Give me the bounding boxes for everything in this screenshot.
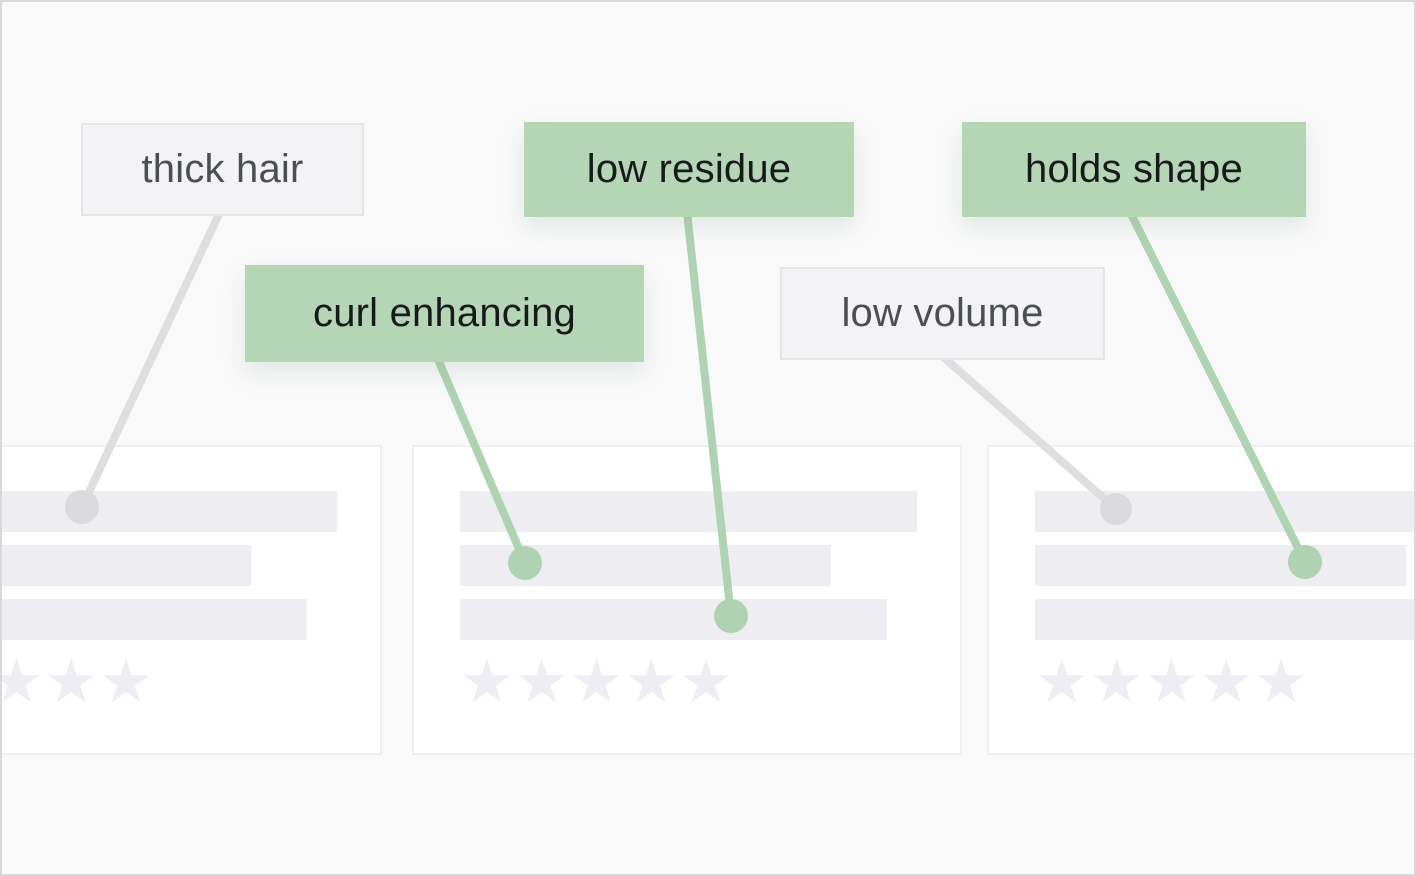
card-content: ★★★★★: [1035, 491, 1414, 715]
product-card-skeleton: ★★★★★: [987, 445, 1414, 755]
star-rating-row: ★★★★★: [1035, 648, 1309, 715]
placeholder-bar: [460, 491, 917, 532]
tag-label-thick-hair: thick hair: [81, 123, 364, 216]
placeholder-bar: [1035, 491, 1414, 532]
placeholder-bar: [1035, 599, 1414, 640]
product-card-skeleton: ★★★★★: [0, 445, 382, 755]
tag-label-text: low residue: [586, 147, 792, 191]
tag-label-low-residue: low residue: [524, 122, 854, 217]
star-rating-row: ★★★★★: [460, 648, 734, 715]
tag-label-holds-shape: holds shape: [962, 122, 1306, 217]
placeholder-bar: [2, 491, 337, 532]
tag-label-text: thick hair: [141, 147, 304, 191]
placeholder-bar: [2, 599, 307, 640]
tag-label-low-volume: low volume: [780, 267, 1105, 360]
placeholder-bar: [1035, 545, 1406, 586]
placeholder-bar: [2, 545, 251, 586]
product-card-skeleton: ★★★★★: [412, 445, 962, 755]
star-rating-row: ★★★★★: [0, 648, 154, 715]
tag-label-text: curl enhancing: [313, 291, 576, 335]
placeholder-bar: [460, 545, 831, 586]
tag-label-text: low volume: [841, 291, 1044, 335]
card-content: ★★★★★: [460, 491, 917, 715]
placeholder-bar: [460, 599, 887, 640]
tag-label-text: holds shape: [1025, 147, 1243, 191]
tag-label-curl-enhancing: curl enhancing: [245, 265, 644, 362]
card-content: ★★★★★: [0, 491, 337, 715]
